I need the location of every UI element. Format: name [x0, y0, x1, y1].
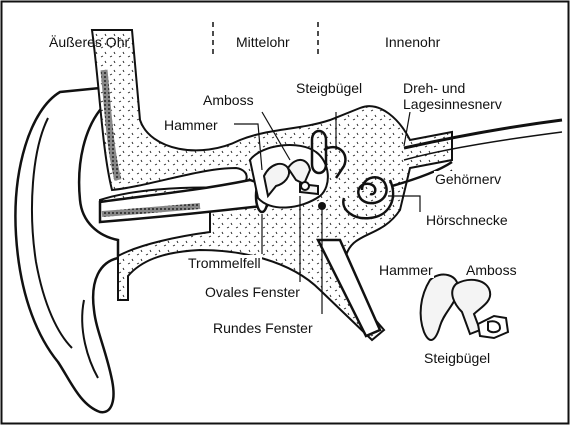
region-inner-ear-label: Innenohr	[384, 34, 441, 50]
region-outer-ear-label: Äußeres Ohr	[48, 34, 130, 50]
eardrum-label: Trommelfell	[187, 255, 262, 271]
hammer-label: Hammer	[163, 117, 219, 133]
vestibular-nerve-label-line2: Lagesinnesnerv	[402, 96, 503, 112]
detail-anvil-label: Amboss	[465, 262, 518, 278]
round-window-label: Rundes Fenster	[212, 320, 314, 336]
ossicle-detail	[421, 275, 508, 340]
stirrup-label: Steigbügel	[295, 80, 363, 96]
auditory-nerve-label: Gehörnerv	[434, 171, 502, 187]
anvil-label: Amboss	[202, 92, 255, 108]
vestibular-nerve-label-line1: Dreh- und	[402, 80, 466, 96]
region-middle-ear-label: Mittelohr	[235, 34, 291, 50]
oval-window-label: Ovales Fenster	[204, 284, 301, 300]
cochlea-label: Hörschnecke	[425, 212, 509, 228]
detail-stirrup-label: Steigbügel	[423, 350, 491, 366]
detail-hammer-label: Hammer	[378, 262, 434, 278]
detail-hammer	[421, 275, 459, 340]
oval-window-shape	[301, 182, 309, 190]
